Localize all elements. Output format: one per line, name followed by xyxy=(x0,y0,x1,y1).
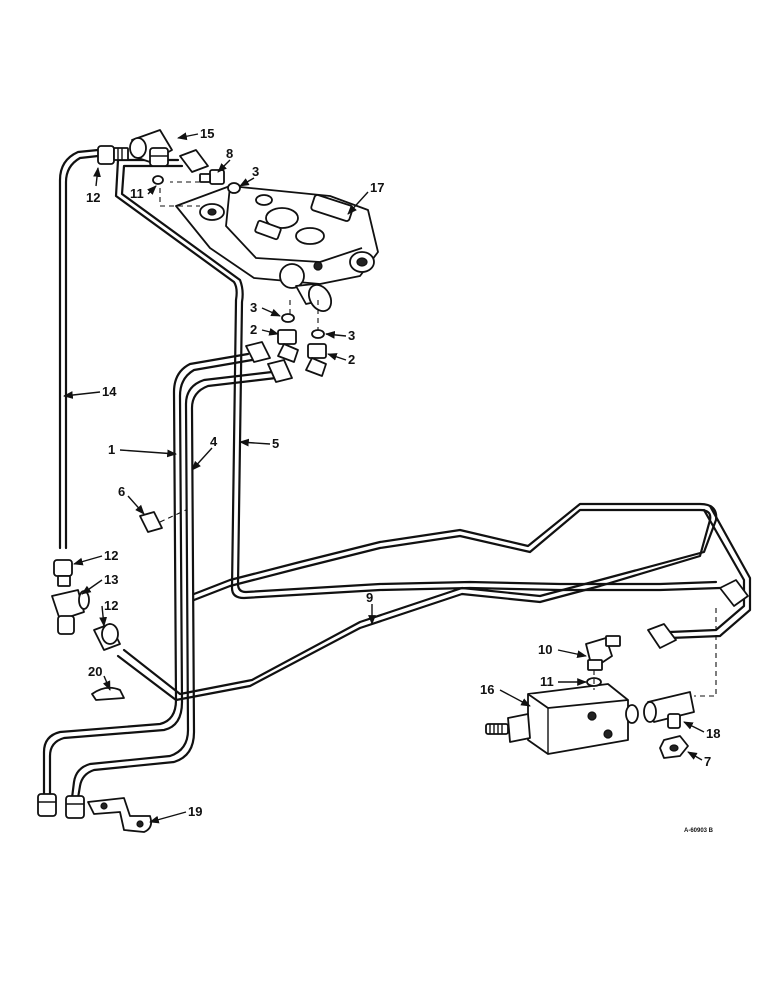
assembly-line-clip-6 xyxy=(159,509,187,523)
o-ring-3-top xyxy=(227,182,241,194)
callout-6: 6 xyxy=(118,484,125,499)
assembly-line-top xyxy=(159,188,200,207)
clip-6 xyxy=(139,511,163,533)
tube-1 xyxy=(42,352,254,798)
callout-2-right: 2 xyxy=(348,352,355,367)
callout-16: 16 xyxy=(480,682,494,697)
callout-12-middle: 12 xyxy=(104,548,118,563)
callout-12-top: 12 xyxy=(86,190,100,205)
tube-nut-right-bottom xyxy=(65,795,85,819)
tube-9 xyxy=(116,502,752,702)
fitting-8 xyxy=(199,169,225,185)
callout-19: 19 xyxy=(188,804,202,819)
tee-fitting-18 xyxy=(643,691,695,729)
callout-10: 10 xyxy=(538,642,552,657)
elbow-fitting-2-left xyxy=(277,329,299,363)
o-ring-3-right xyxy=(311,329,325,339)
elbow-fitting-2-right xyxy=(305,343,327,377)
callout-15: 15 xyxy=(200,126,214,141)
tube-nut-9-lower xyxy=(647,623,677,649)
callout-3-top: 3 xyxy=(252,164,259,179)
clip-20 xyxy=(91,686,125,701)
elbow-fitting-15 xyxy=(129,129,173,167)
nut-7 xyxy=(659,735,689,759)
callout-leaders xyxy=(63,132,705,824)
control-valve xyxy=(175,185,379,313)
tube-nut-9-end xyxy=(719,579,749,607)
callout-1: 1 xyxy=(108,442,115,457)
callout-13: 13 xyxy=(104,572,118,587)
connector-12-lower xyxy=(93,623,121,651)
callout-18: 18 xyxy=(706,726,720,741)
tube-nut-5-top xyxy=(179,149,209,173)
callout-11-top: 11 xyxy=(130,186,144,201)
assembly-line-valve-ports xyxy=(289,300,319,330)
o-ring-11-top xyxy=(152,175,164,185)
tee-fitting-13 xyxy=(51,589,90,635)
connector-12-top xyxy=(97,145,129,165)
callout-9: 9 xyxy=(366,590,373,605)
connector-12-middle xyxy=(53,559,73,587)
callout-3-left: 3 xyxy=(250,300,257,315)
callout-11-lower: 11 xyxy=(540,674,554,689)
callout-14: 14 xyxy=(102,384,117,399)
callout-17: 17 xyxy=(370,180,384,195)
relief-valve-16 xyxy=(485,683,639,755)
bracket-19 xyxy=(87,797,153,833)
tube-4 xyxy=(70,370,278,800)
callout-3-right: 3 xyxy=(348,328,355,343)
tube-nut-valve-1 xyxy=(245,341,271,363)
callout-5: 5 xyxy=(272,436,279,451)
callout-8: 8 xyxy=(226,146,233,161)
assembly-line-16-18 xyxy=(593,608,717,697)
tube-nut-left-bottom xyxy=(37,793,57,817)
callout-labels: 15 12 8 3 11 17 3 2 3 2 14 1 4 5 6 12 13… xyxy=(86,126,720,834)
callout-12-lower: 12 xyxy=(104,598,118,613)
callout-4: 4 xyxy=(210,434,218,449)
callout-2-left: 2 xyxy=(250,322,257,337)
tube-nut-valve-4 xyxy=(267,359,293,383)
o-ring-3-left xyxy=(281,313,295,323)
callout-20: 20 xyxy=(88,664,102,679)
figure-reference-code: A-60903 B xyxy=(684,828,714,834)
elbow-fitting-10 xyxy=(585,635,621,671)
tube-14 xyxy=(58,148,100,550)
callout-7: 7 xyxy=(704,754,711,769)
